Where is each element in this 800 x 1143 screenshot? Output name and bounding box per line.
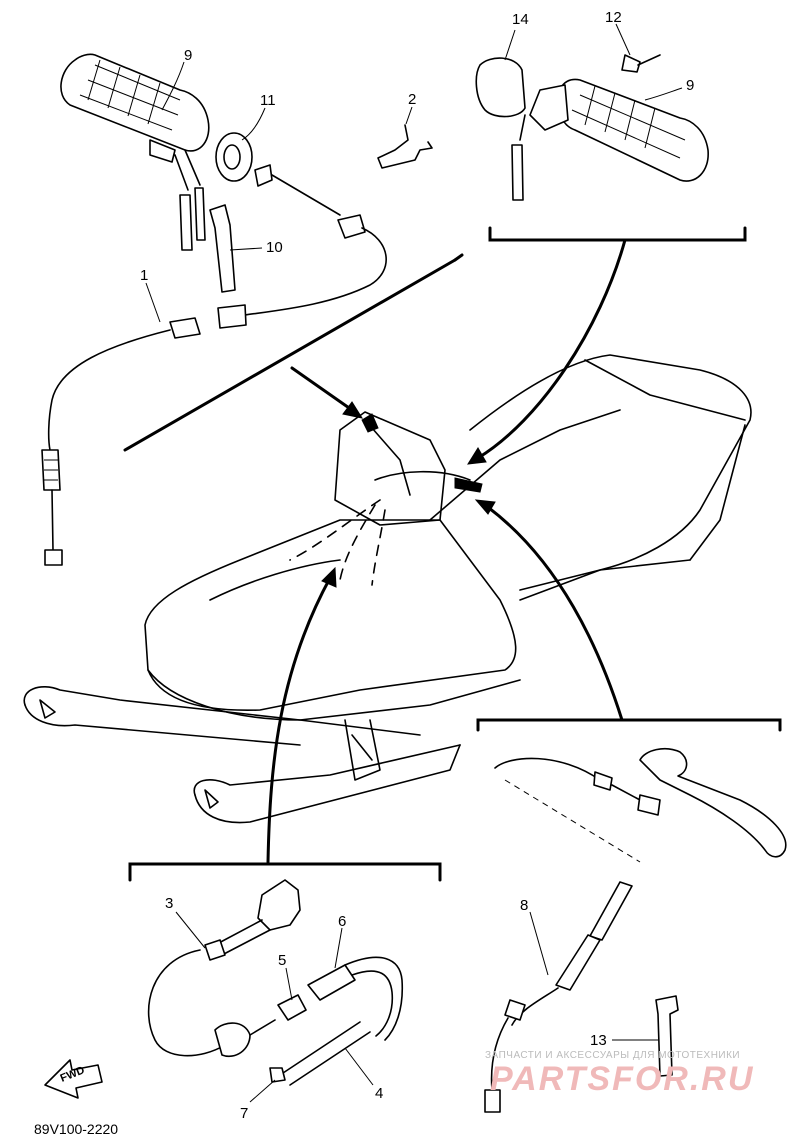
watermark-line2: PARTSFOR.RU (490, 1060, 754, 1098)
fwd-arrow-icon (44, 1059, 103, 1099)
bottom-left-parts (44, 879, 404, 1099)
callout-1: 1 (140, 267, 148, 284)
diagram-code: 89V100-2220 (34, 1121, 118, 1137)
callout-12: 12 (605, 9, 622, 26)
callout-leaders (145, 23, 683, 1103)
pointer-arrows (266, 238, 627, 864)
right-grip-assembly (475, 54, 709, 201)
callout-2: 2 (408, 91, 416, 108)
callout-6: 6 (338, 913, 346, 930)
callout-3: 3 (165, 895, 173, 912)
watermark-line1: ЗАПЧАСТИ И АКСЕССУАРЫ ДЛЯ МОТОТЕХНИКИ (485, 1050, 740, 1061)
snowmobile-illustration (23, 354, 752, 824)
callout-13: 13 (590, 1032, 607, 1049)
callout-8: 8 (520, 897, 528, 914)
callout-7: 7 (240, 1105, 248, 1122)
callout-4: 4 (375, 1085, 383, 1102)
panel-frames (123, 226, 782, 882)
callout-11: 11 (260, 92, 276, 109)
callout-10: 10 (266, 239, 283, 256)
callout-5: 5 (278, 952, 286, 969)
callout-9-right: 9 (686, 77, 694, 94)
callout-9-left: 9 (184, 47, 192, 64)
callout-14: 14 (512, 11, 529, 28)
throttle-grip-assembly (41, 53, 433, 566)
bottom-right-parts (484, 748, 787, 1113)
